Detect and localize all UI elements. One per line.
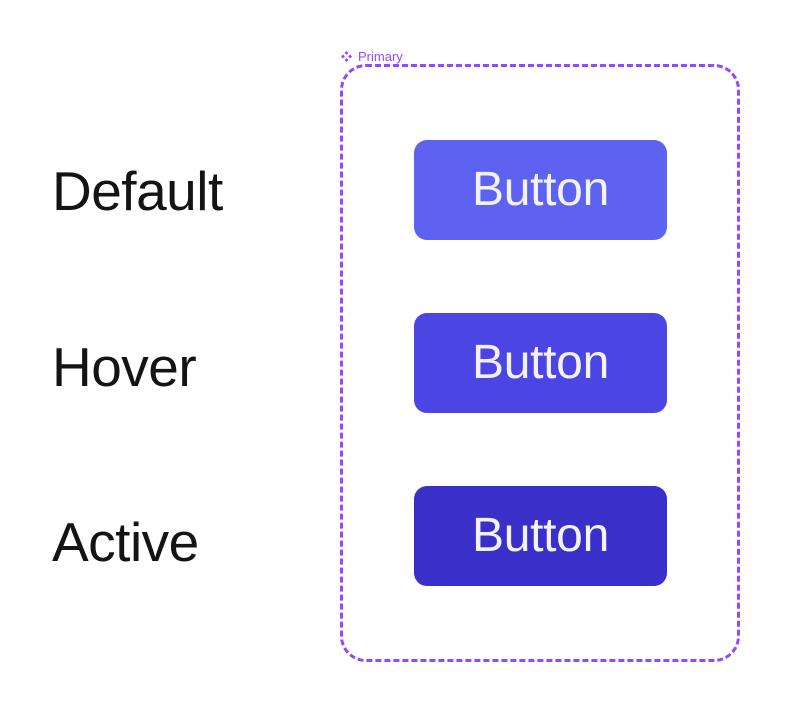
- primary-button-hover[interactable]: Button: [414, 313, 667, 413]
- state-label-active: Active: [52, 511, 199, 573]
- figma-component-diamond-icon: [340, 50, 353, 63]
- component-frame-name: Primary: [358, 48, 403, 64]
- primary-button-default[interactable]: Button: [414, 140, 667, 240]
- state-label-hover: Hover: [52, 336, 197, 398]
- state-label-column: Default Hover Active: [0, 0, 330, 716]
- button-variant-stack: Button Button Button: [414, 140, 667, 586]
- component-frame-badge[interactable]: Primary: [340, 48, 403, 64]
- component-frame-outline: [340, 64, 740, 662]
- primary-button-active[interactable]: Button: [414, 486, 667, 586]
- state-label-default: Default: [52, 160, 223, 222]
